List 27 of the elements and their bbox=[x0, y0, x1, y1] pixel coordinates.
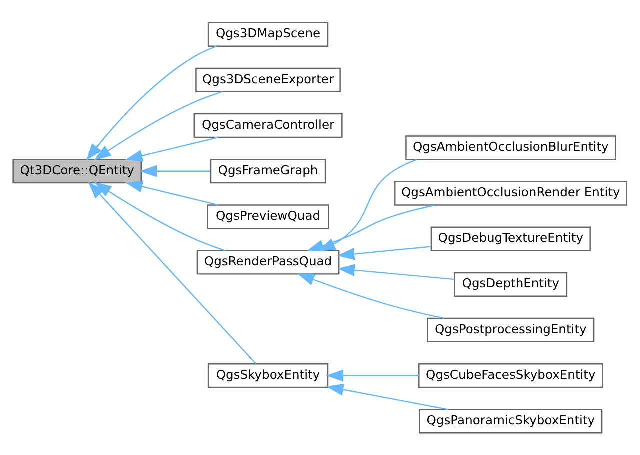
arrow bbox=[140, 164, 210, 177]
node-box: QgsDepthEntity bbox=[454, 272, 568, 296]
node-box: Qgs3DMapScene bbox=[208, 22, 329, 46]
arrow bbox=[337, 246, 432, 260]
arrow bbox=[94, 182, 226, 251]
node-box: QgsPanoramicSkyboxEntity bbox=[419, 408, 603, 434]
arrow bbox=[94, 90, 222, 160]
node-box: QgsAmbientOcclusionRender Entity bbox=[394, 180, 628, 206]
node-box: QgsCameraController bbox=[194, 112, 343, 138]
arrow bbox=[326, 369, 419, 382]
node-box: QgsFrameGraph bbox=[210, 158, 326, 184]
node-box: QgsSkyboxEntity bbox=[208, 362, 329, 388]
arrow bbox=[125, 136, 219, 162]
arrow bbox=[88, 181, 256, 364]
arrow bbox=[326, 383, 448, 410]
node-box: Qt3DCore::QEntity bbox=[12, 158, 142, 184]
arrow bbox=[86, 45, 218, 160]
node-box: QgsAmbientOcclusionBlurEntity bbox=[406, 135, 616, 160]
arrow bbox=[338, 264, 455, 280]
node-box: QgsPostprocessingEntity bbox=[427, 317, 595, 342]
arrow bbox=[125, 180, 219, 206]
node-box: QgsRenderPassQuad bbox=[196, 250, 340, 274]
arrow bbox=[297, 273, 444, 318]
node-box: Qgs3DSceneExporter bbox=[196, 67, 341, 92]
node-box: QgsCubeFacesSkyboxEntity bbox=[418, 362, 604, 388]
node-box: QgsPreviewQuad bbox=[207, 204, 330, 229]
node-box: QgsDebugTextureEntity bbox=[430, 226, 591, 251]
